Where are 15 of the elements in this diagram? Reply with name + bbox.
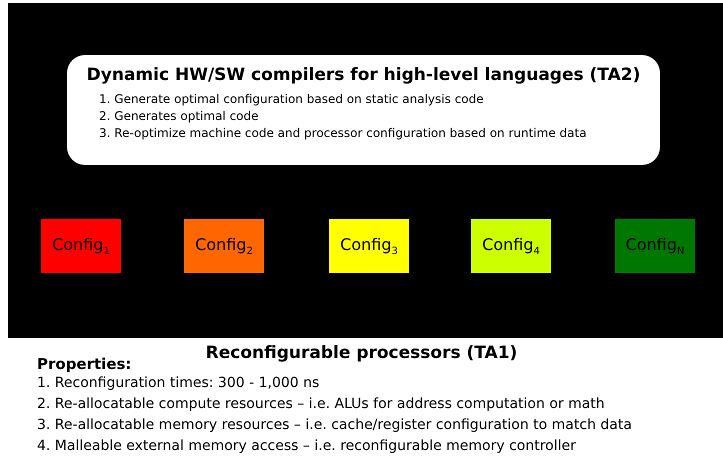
box-heading: Dynamic HW/SW compilers for high-level languages (TA2): [86, 65, 642, 85]
list-item: 3. Re-optimize machine code and processor configuration based on runtime data: [98, 125, 588, 142]
config-box: Config$_{4}$: [471, 219, 551, 273]
list-item: 2. Re-allocatable compute resources – i.e. ALUs for address computation or math: [37, 395, 606, 414]
config-box: Config$_{N}$: [615, 219, 695, 273]
list-item: 2. Generates optimal code: [98, 108, 260, 125]
rounded-text-box: [67, 55, 660, 165]
list-item: 1. Generate optimal configuration based on static analysis code: [98, 91, 485, 108]
band-title: Reconfigurable processors (TA1): [204, 343, 518, 363]
config-box: Config$_{1}$: [41, 219, 121, 273]
config-box: Config$_{3}$: [329, 219, 409, 273]
list-item: 1. Reconfiguration times: 300 - 1,000 ns: [37, 374, 320, 393]
list-item: 4. Malleable external memory access – i.e. reconfigurable memory controller: [37, 437, 577, 456]
config-box: Config$_{2}$: [184, 219, 264, 273]
list-item: 3. Re-allocatable memory resources – i.e. cache/register configuration to match data: [37, 416, 633, 435]
